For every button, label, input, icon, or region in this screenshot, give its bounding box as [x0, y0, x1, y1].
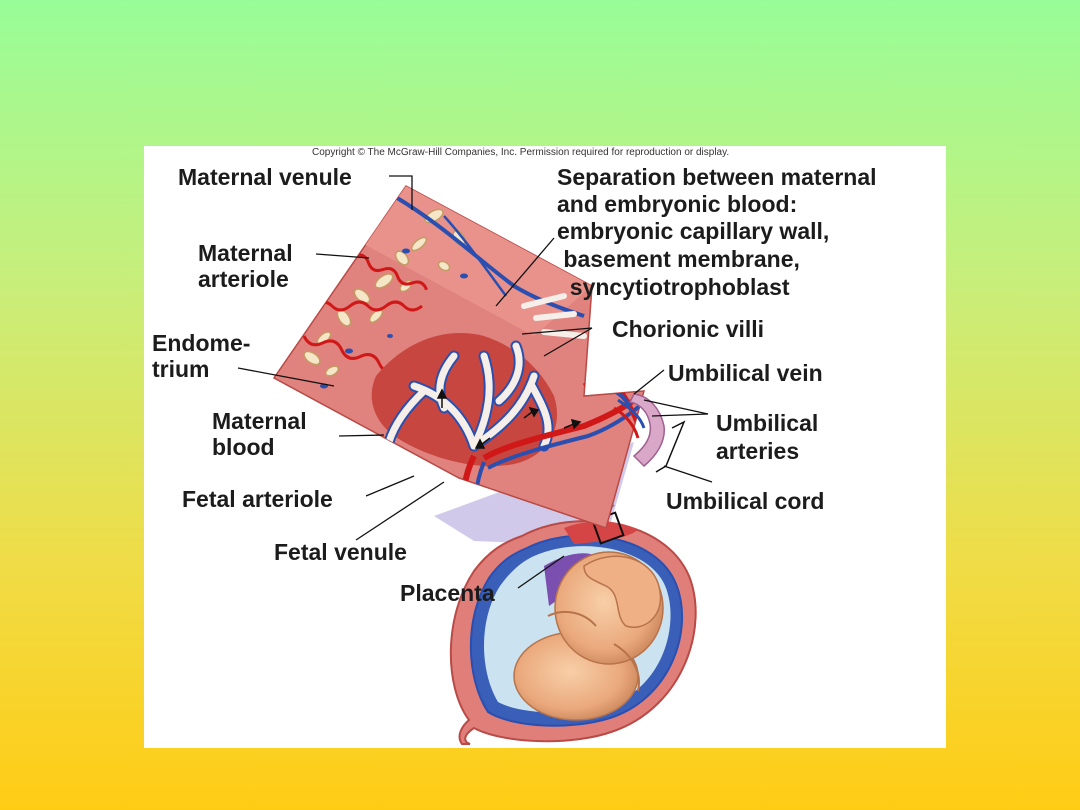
label-maternal-blood-line1: Maternal: [212, 408, 307, 434]
label-maternal-arteriole-line2: arteriole: [198, 266, 289, 292]
label-chorionic-villi: Chorionic villi: [612, 316, 765, 342]
label-placenta: Placenta: [400, 580, 495, 606]
label-separation-line1: Separation between maternal: [557, 164, 877, 190]
label-maternal-venule: Maternal venule: [178, 164, 352, 190]
diagram-artwork: [237, 175, 713, 745]
label-separation-line2: and embryonic blood:: [557, 191, 798, 217]
placental-tissue-block: [272, 185, 646, 529]
label-maternal-arteriole-line1: Maternal: [198, 240, 293, 266]
label-separation-line3: embryonic capillary wall,: [557, 218, 830, 244]
umbilical-cord-segment: [628, 393, 665, 468]
cord-bracket: [655, 420, 686, 473]
leader-lines: [237, 175, 713, 589]
copyright-notice: Copyright © The McGraw-Hill Companies, I…: [312, 147, 730, 158]
placenta-diagram: Copyright © The McGraw-Hill Companies, I…: [144, 146, 946, 748]
label-endometrium-line1: Endome-: [152, 330, 251, 356]
label-umbilical-cord: Umbilical cord: [666, 488, 825, 514]
label-fetal-venule: Fetal venule: [274, 539, 407, 565]
label-fetal-arteriole: Fetal arteriole: [182, 486, 333, 512]
label-endometrium-line2: trium: [152, 356, 210, 382]
label-umbilical-arteries-line2: arteries: [716, 438, 800, 464]
label-maternal-blood-line2: blood: [212, 434, 275, 460]
label-separation-line5: syncytiotrophoblast: [557, 274, 790, 300]
label-separation-line4: basement membrane,: [557, 246, 800, 272]
label-umbilical-arteries-line1: Umbilical: [716, 410, 819, 436]
label-umbilical-vein: Umbilical vein: [668, 360, 823, 386]
uterus-illustration: [449, 511, 697, 745]
